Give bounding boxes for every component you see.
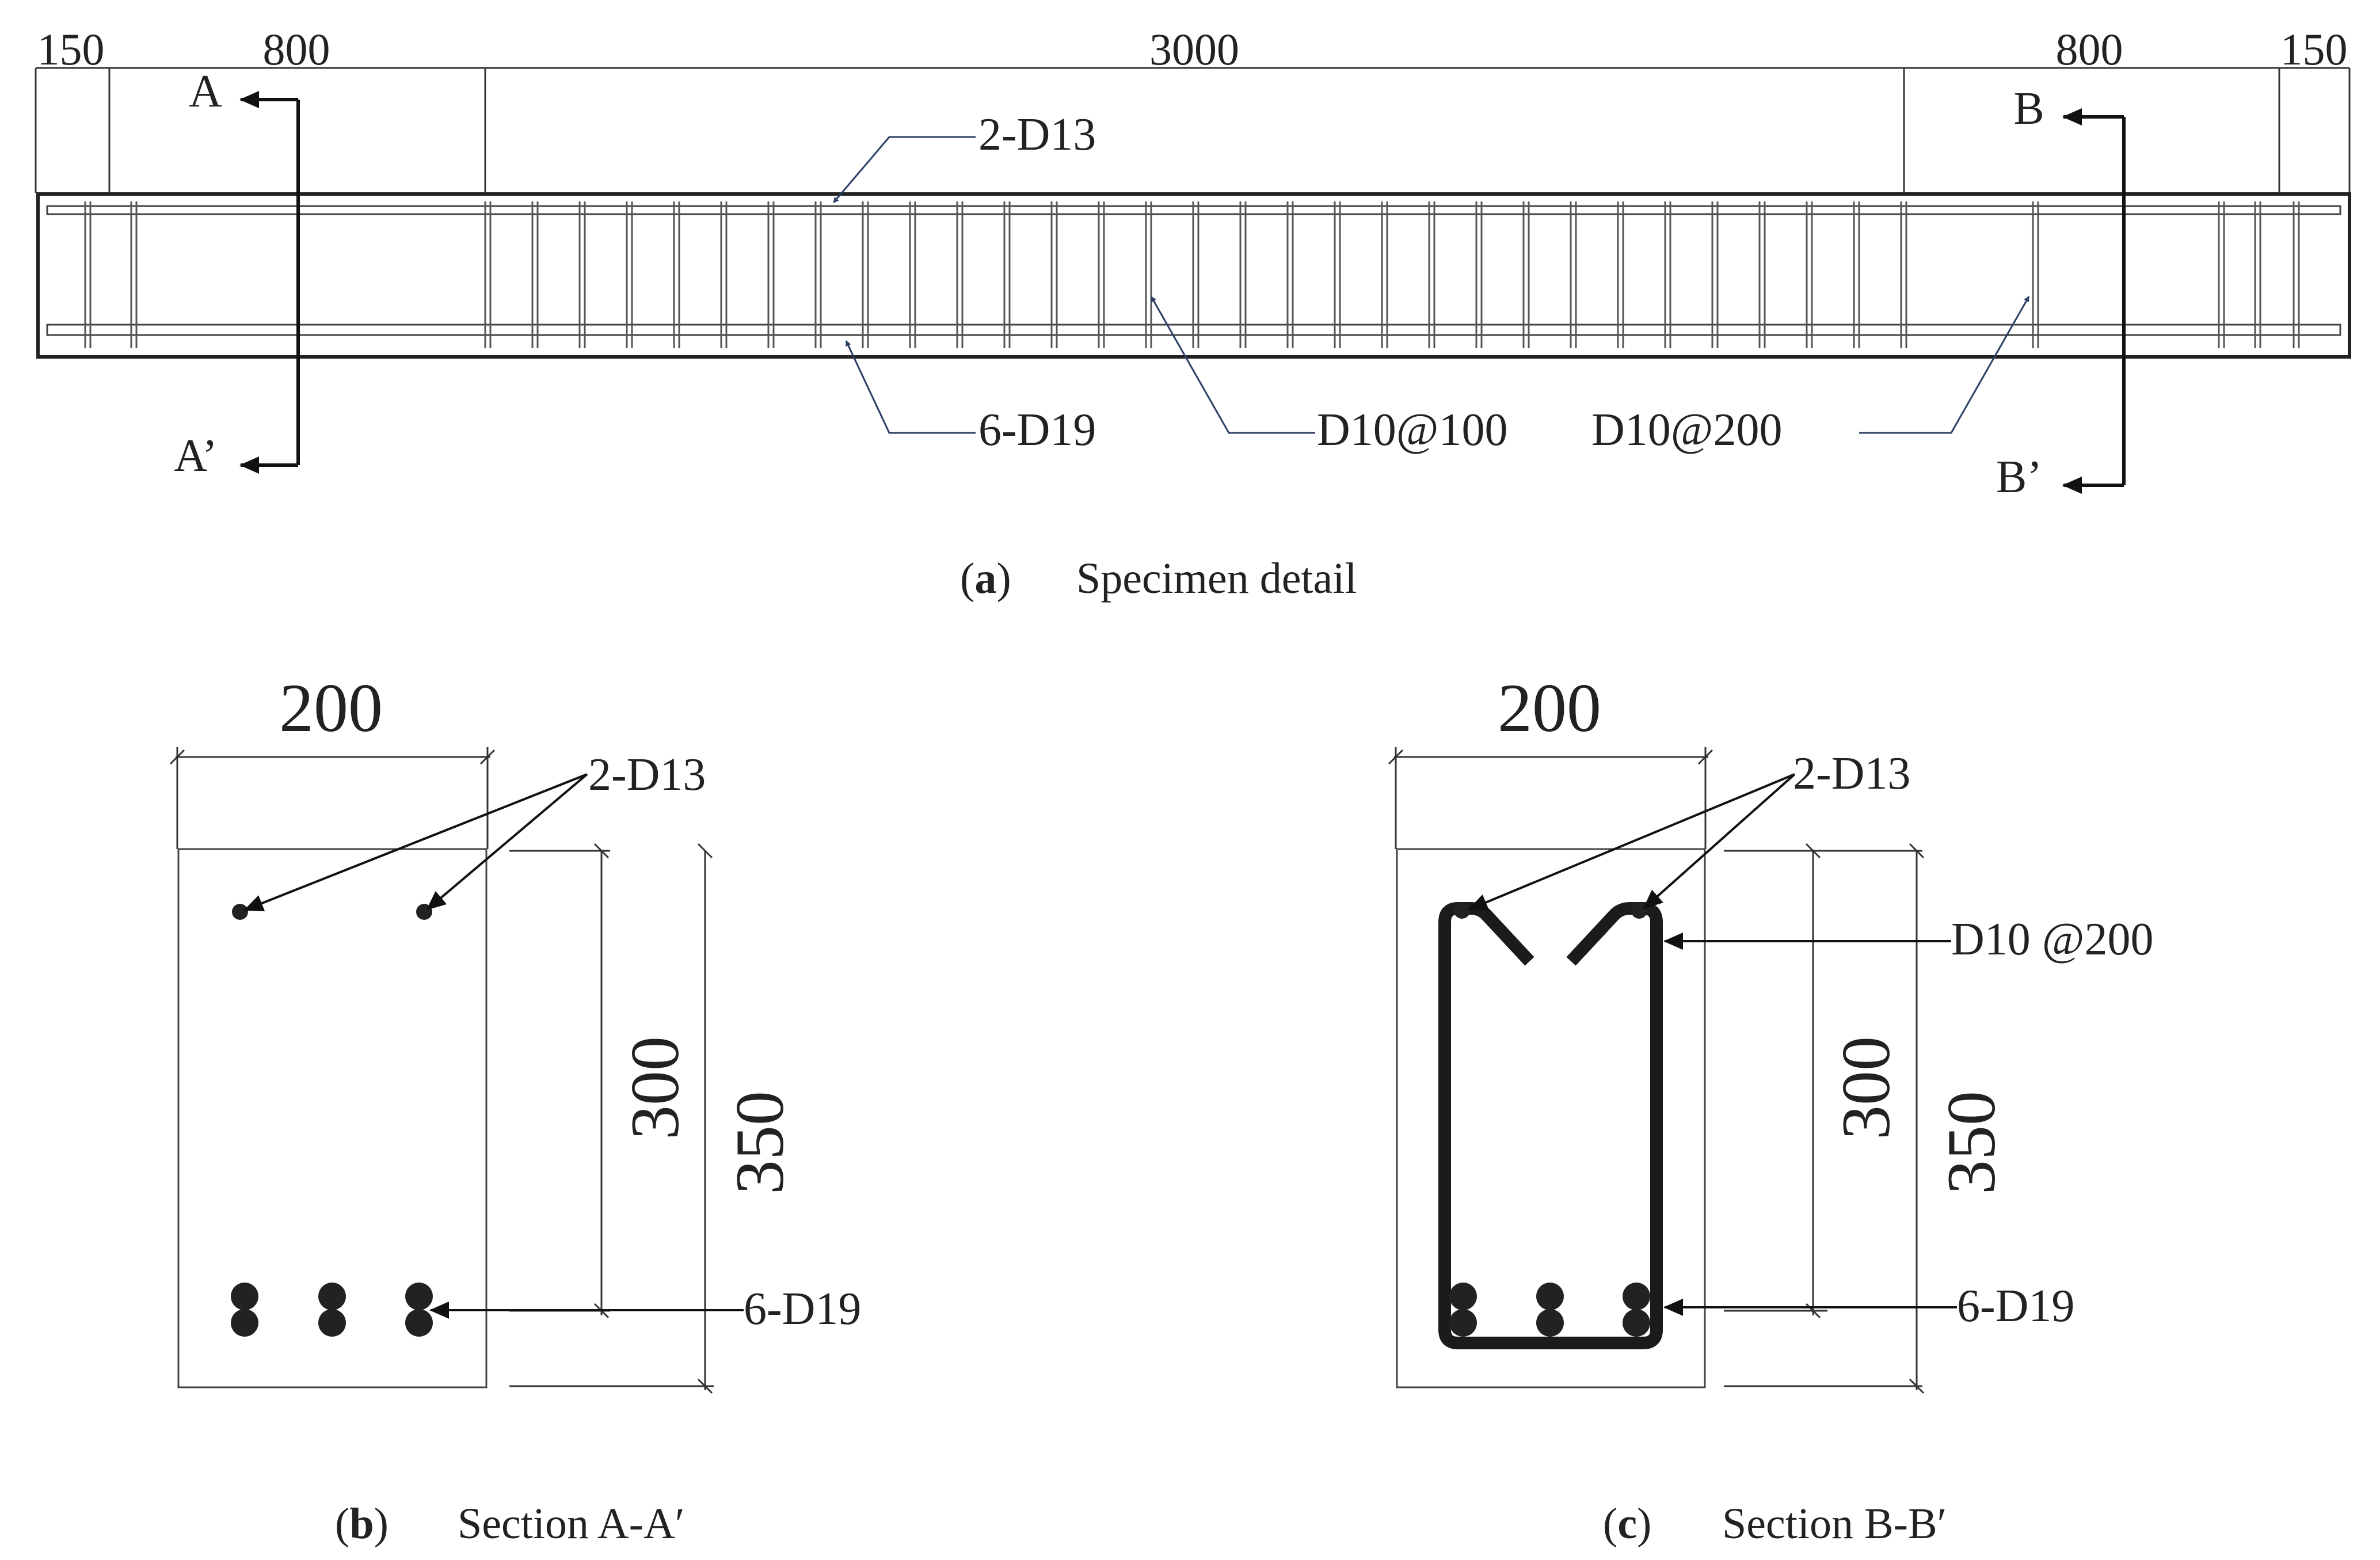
section-bb: 200 300 350 2-D13 D10 @200 xyxy=(1388,669,2153,1394)
stirrup-group xyxy=(84,201,2300,348)
leader-stirrup-dense xyxy=(1150,296,1315,434)
bottom-bar xyxy=(231,1283,258,1310)
leader-bottom-bar xyxy=(845,340,976,434)
leader-top-bar xyxy=(832,136,976,203)
leader-top-bar xyxy=(243,773,588,912)
bottom-bar xyxy=(1536,1283,1564,1310)
beam-outline xyxy=(36,192,2351,359)
bottom-bar xyxy=(1449,1283,1477,1310)
leader-stirrup-sparse xyxy=(1859,296,2030,434)
section-bb-bottom-label: 6-D19 xyxy=(1957,1281,2074,1331)
tick xyxy=(697,1378,713,1394)
bottom-bar xyxy=(1536,1309,1564,1337)
section-bb-height: 350 xyxy=(1933,1091,2009,1194)
bottom-bars xyxy=(1449,1283,1650,1337)
caption-a-text: Specimen detail xyxy=(1076,554,1357,603)
bottom-bar xyxy=(405,1309,433,1337)
section-aa-height: 350 xyxy=(721,1091,798,1194)
bottom-bar xyxy=(405,1283,433,1310)
section-aa-outline xyxy=(177,848,488,1388)
dim-3000: 3000 xyxy=(1149,24,1239,74)
top-bar xyxy=(232,904,248,920)
caption-b: (b) xyxy=(335,1500,389,1548)
section-label-a-prime: A’ xyxy=(174,431,218,481)
section-bb-top-label: 2-D13 xyxy=(1793,748,1910,799)
section-aa-depth: 300 xyxy=(616,1036,693,1140)
tick xyxy=(1909,1378,1925,1394)
tick xyxy=(169,749,185,765)
bottom-bar xyxy=(1449,1309,1477,1337)
section-aa-bottom-label: 6-D19 xyxy=(744,1284,861,1334)
tick xyxy=(1805,843,1821,859)
bottom-bar xyxy=(1623,1309,1650,1337)
tick xyxy=(593,843,610,859)
bottom-bar xyxy=(1623,1283,1650,1310)
top-bar xyxy=(1454,903,1470,919)
tick xyxy=(1697,749,1713,765)
tick xyxy=(697,843,713,859)
caption-b-text: Section A-A′ xyxy=(458,1500,684,1548)
section-bb-stirrup-label: D10 @200 xyxy=(1951,914,2153,965)
label-bottom-bar: 6-D19 xyxy=(978,405,1096,455)
section-aa-top-label: 2-D13 xyxy=(588,749,706,800)
bottom-bars xyxy=(231,1283,433,1337)
section-bb-depth: 300 xyxy=(1827,1036,1904,1140)
section-bb-width: 200 xyxy=(1498,669,1601,746)
dim-150-left: 150 xyxy=(37,24,105,74)
leader-top-bar xyxy=(426,773,588,911)
dim-150-right: 150 xyxy=(2280,24,2348,74)
top-bar xyxy=(1631,903,1647,919)
bottom-bar xyxy=(318,1309,346,1337)
label-stirrup-dense: D10@100 xyxy=(1317,405,1507,455)
dim-800-right: 800 xyxy=(2056,24,2123,74)
caption-c-text: Section B-B′ xyxy=(1722,1500,1947,1548)
section-aa-width: 200 xyxy=(279,669,383,746)
dim-800-left: 800 xyxy=(263,24,330,74)
section-label-b: B xyxy=(2013,83,2044,134)
leader-top-bar xyxy=(1468,773,1795,911)
caption-a: (a) xyxy=(960,554,1011,603)
label-stirrup-sparse: D10@200 xyxy=(1591,405,1782,455)
caption-c: (c) xyxy=(1603,1500,1651,1548)
bottom-bar xyxy=(318,1283,346,1310)
section-label-b-prime: B’ xyxy=(1996,452,2042,503)
beam-elevation: 150 800 3000 800 150 A A’ B B’ 2-D13 6-D… xyxy=(35,24,2351,503)
tick xyxy=(1388,749,1404,765)
leader-top-bar xyxy=(1643,773,1796,910)
label-top-bar: 2-D13 xyxy=(978,109,1096,160)
section-aa: 200 300 350 2-D13 6-D19 xyxy=(169,669,861,1394)
section-bb-outline xyxy=(1396,848,1706,1388)
bottom-bar xyxy=(231,1309,258,1337)
tick xyxy=(1909,843,1925,859)
tick xyxy=(479,749,496,765)
stirrup xyxy=(1438,902,1663,1349)
section-label-a: A xyxy=(189,66,222,117)
